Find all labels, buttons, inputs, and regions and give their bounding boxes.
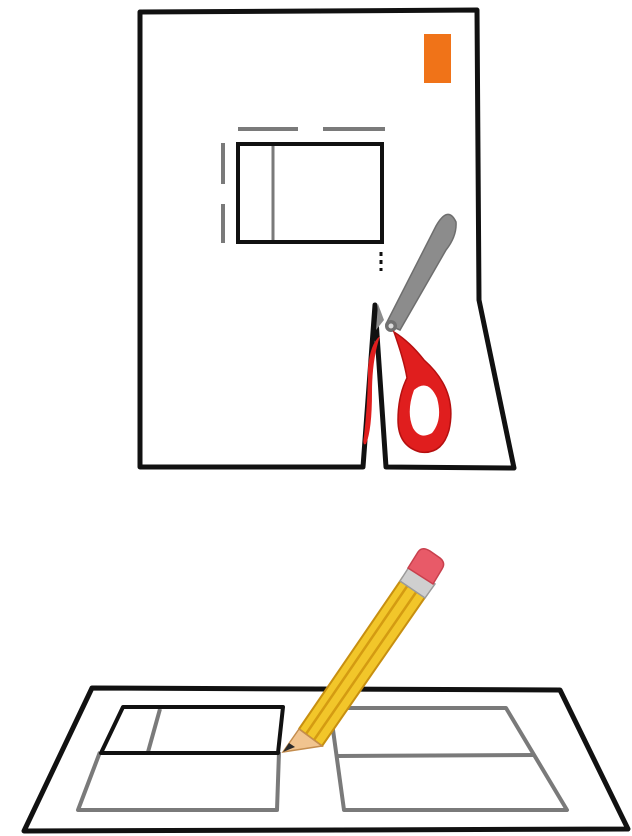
envelope-panel	[140, 10, 514, 468]
sheet-panel	[24, 549, 628, 831]
stamp-icon	[424, 34, 451, 83]
